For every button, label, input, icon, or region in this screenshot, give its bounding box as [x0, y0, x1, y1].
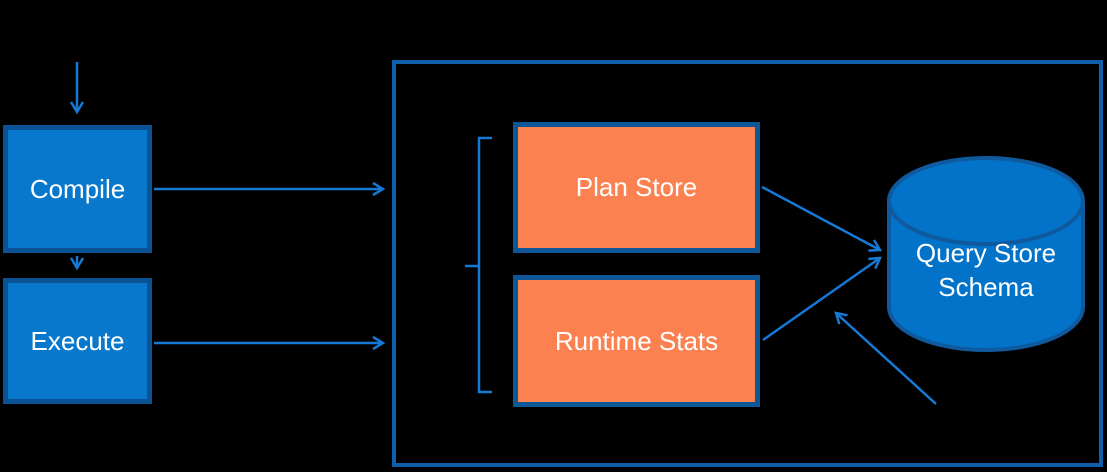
execute-node: Execute [3, 278, 152, 404]
compile-node: Compile [3, 125, 152, 253]
query-store-schema-node: Query Store Schema [889, 237, 1083, 305]
query-store-container-box [392, 60, 1103, 467]
execute-label: Execute [30, 325, 125, 356]
query-store-schema-label-line2: Schema [938, 271, 1034, 302]
runtime-stats-node: Runtime Stats [513, 275, 760, 407]
runtime-stats-label: Runtime Stats [554, 325, 719, 356]
plan-store-label: Plan Store [575, 172, 698, 203]
query-store-schema-label-line1: Query Store [915, 238, 1057, 268]
plan-store-node: Plan Store [513, 122, 760, 253]
compile-label: Compile [29, 173, 126, 204]
